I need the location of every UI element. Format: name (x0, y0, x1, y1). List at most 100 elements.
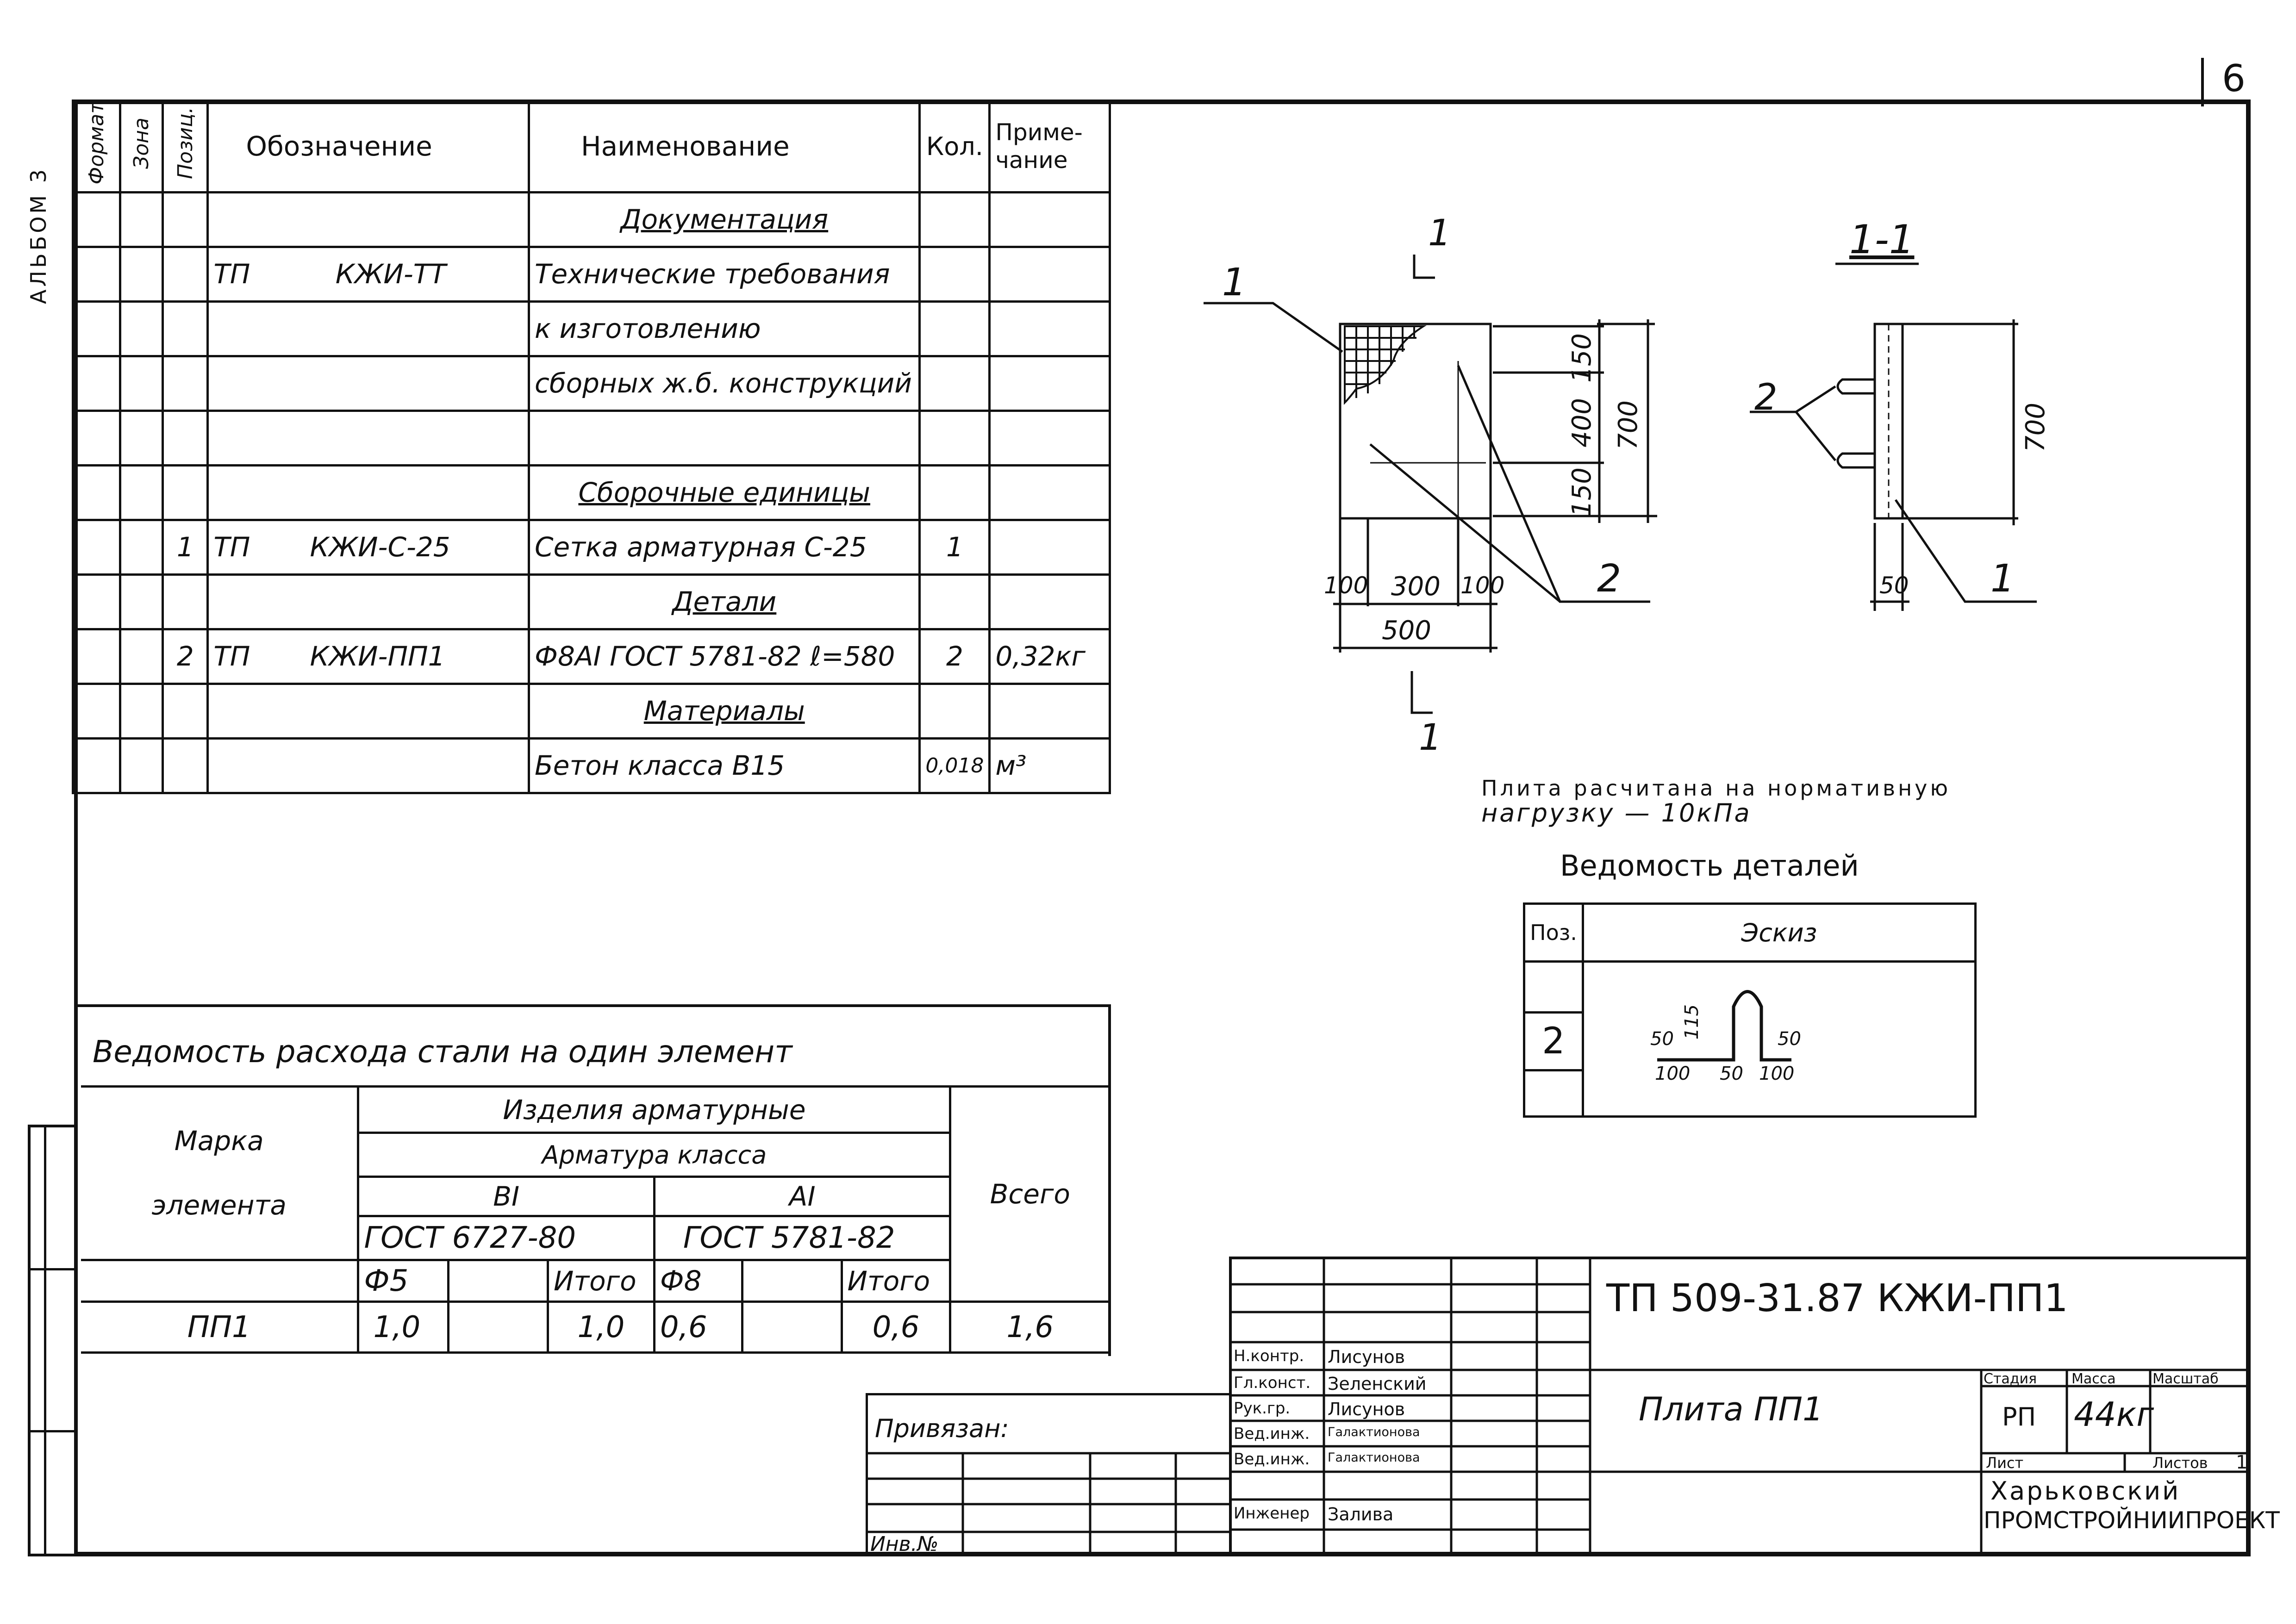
stamp-role: Рук.гр. (1234, 1399, 1291, 1418)
spec-name-cell: Детали (528, 573, 921, 630)
spec-qty-cell (918, 464, 991, 521)
section-mark-bottom: 1 (1419, 717, 1442, 759)
details-col-sketch: Эскиз (1581, 902, 1977, 963)
details-blank (1523, 960, 1584, 1014)
spec-designation-cell (206, 573, 530, 630)
spec-pos-cell: 1 (162, 518, 209, 576)
details-title: Ведомость деталей (1560, 849, 1859, 883)
spec-pos-cell (162, 737, 209, 794)
mark-label: Марка (174, 1125, 264, 1157)
spec-row: Сборочные единицы (72, 464, 1111, 521)
steel-class-ai: АI (653, 1176, 952, 1217)
spec-format-cell (72, 300, 121, 357)
spec-qty-cell (918, 245, 991, 303)
spec-designation-cell (206, 191, 530, 248)
spec-designation-cell (206, 300, 530, 357)
spec-format-cell (72, 737, 121, 794)
dim-500: 500 (1382, 616, 1431, 646)
details-sketch-cell (1581, 960, 1977, 1118)
dim-100-left: 100 (1324, 572, 1368, 599)
dim-50-section: 50 (1879, 572, 1909, 599)
spec-row: сборных ж.б. конструкций (72, 355, 1111, 412)
organization-line-2: ПРОМСТРОЙНИИПРОЕКТ (1984, 1507, 2280, 1534)
spec-note-cell (988, 518, 1111, 576)
sketch-dim-100-right: 100 (1759, 1063, 1795, 1084)
load-note-line-1: Плита расчитана на нормативную (1481, 776, 1951, 801)
steel-row-itogo-2: 0,6 (840, 1300, 952, 1354)
steel-d5: Ф5 (357, 1259, 450, 1303)
spec-qty-cell: 1 (918, 518, 991, 576)
sheet-label: Лист (1986, 1454, 2024, 1472)
section-callout-loops: 2 (1754, 377, 1778, 418)
spec-zone-cell (119, 518, 164, 576)
spec-designation-cell (206, 355, 530, 412)
spec-zone-cell (119, 191, 164, 248)
stamp-role: Вед.инж. (1234, 1450, 1310, 1468)
details-blank (1523, 1069, 1584, 1118)
spec-note-cell (988, 409, 1111, 467)
stamp-name: Залива (1328, 1504, 1394, 1524)
spec-pos-cell (162, 573, 209, 630)
mass-label: Масса (2071, 1371, 2116, 1387)
steel-itogo-1: Итого (546, 1259, 655, 1303)
sketch-dim-100-left: 100 (1655, 1063, 1691, 1084)
spec-note-cell (988, 300, 1111, 357)
attached-label: Привязан: (875, 1414, 1009, 1443)
spec-qty-cell (918, 409, 991, 467)
header-note: Приме-чание (988, 100, 1111, 193)
section-title: 1-1 (1849, 217, 1915, 263)
sketch-dim-50-left: 50 (1650, 1028, 1674, 1050)
sheets-label: Листов (2152, 1454, 2208, 1472)
stamp-role: Н.контр. (1234, 1347, 1304, 1365)
spec-pos-cell (162, 300, 209, 357)
spec-designation-cell (206, 464, 530, 521)
spec-note-cell: 0,32кг (988, 628, 1111, 685)
spec-zone-cell (119, 464, 164, 521)
spec-zone-cell (119, 682, 164, 740)
spec-pos-cell (162, 191, 209, 248)
spec-name-cell: к изготовлению (528, 300, 921, 357)
steel-itogo-2: Итого (840, 1259, 952, 1303)
spec-format-cell (72, 573, 121, 630)
steel-row-blank-1 (447, 1300, 549, 1354)
mesh-hatch (1344, 325, 1427, 405)
stamp-name: Галактионова (1328, 1425, 1420, 1439)
spec-designation-cell (206, 737, 530, 794)
steel-row-v8: 0,6 (653, 1300, 743, 1354)
spec-zone-cell (119, 409, 164, 467)
spec-format-cell (72, 464, 121, 521)
spec-pos-cell (162, 464, 209, 521)
load-note-line-2: нагрузку — 10кПа (1481, 798, 1752, 828)
steel-gost-ai: ГОСТ 5781-82 (653, 1215, 952, 1261)
stamp-name: Галактионова (1328, 1450, 1420, 1465)
spec-qty-cell: 0,018 (918, 737, 991, 794)
spec-note-cell (988, 464, 1111, 521)
steel-row-blank-2 (741, 1300, 843, 1354)
steel-class-header: Арматура класса (357, 1132, 952, 1178)
spec-qty-cell (918, 682, 991, 740)
steel-class-bi: ВI (357, 1176, 655, 1217)
spec-name-cell: Материалы (528, 682, 921, 740)
scale-label: Масштаб (2152, 1371, 2219, 1387)
stamp-role: Вед.инж. (1234, 1425, 1310, 1443)
spec-designation-cell: ТП КЖИ-ПП1 (206, 628, 530, 685)
spec-name-cell: Бетон класса В15 (528, 737, 921, 794)
spec-row (72, 409, 1111, 467)
sheets-value: 1 (2236, 1452, 2248, 1473)
spec-zone-cell (119, 737, 164, 794)
spec-name-cell: Документация (528, 191, 921, 248)
element-label: элемента (151, 1189, 287, 1221)
stamp-role: Инженер (1234, 1504, 1310, 1523)
spec-format-cell (72, 518, 121, 576)
section-callout-mesh: 1 (1990, 557, 2015, 601)
spec-name-cell: сборных ж.б. конструкций (528, 355, 921, 412)
steel-row-mark: ПП1 (81, 1300, 360, 1354)
spec-format-cell (72, 191, 121, 248)
spec-pos-cell (162, 682, 209, 740)
document-code: ТП 509-31.87 КЖИ-ПП1 (1606, 1276, 2068, 1320)
spec-note-cell (988, 191, 1111, 248)
